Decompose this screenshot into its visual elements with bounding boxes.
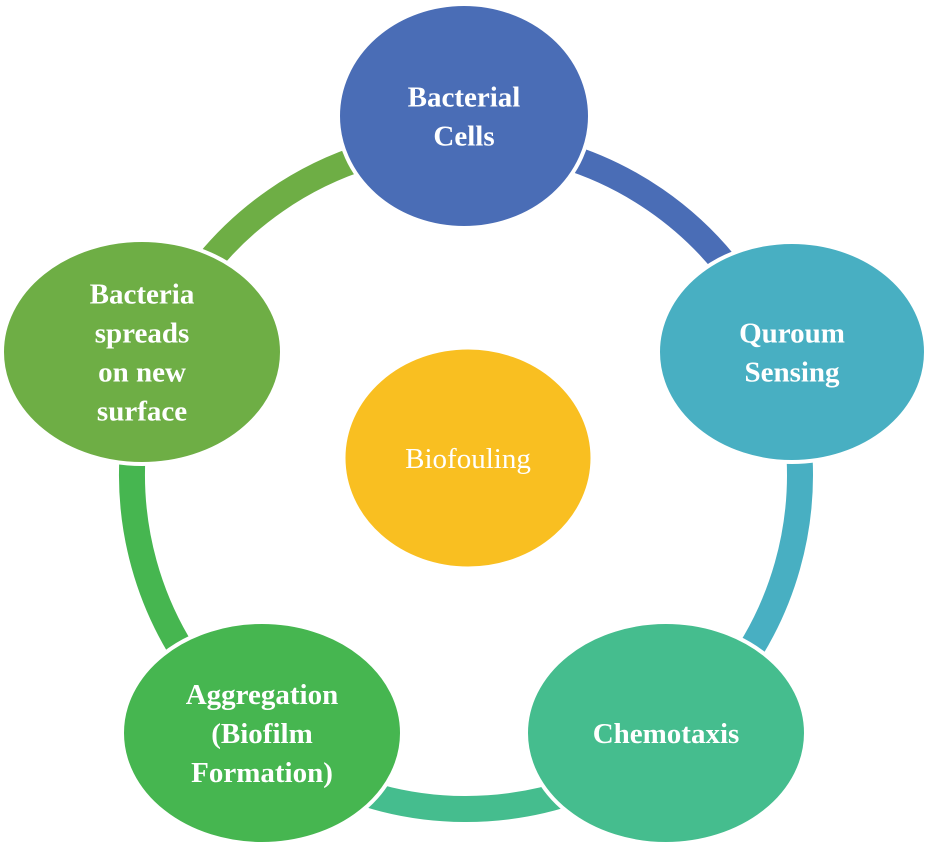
center-node-label: Biofouling <box>405 443 531 475</box>
node-bacteria-spreads-label-line: surface <box>97 396 187 428</box>
node-bacterial-cells-label-line: Cells <box>433 121 494 153</box>
node-bacterial-cells-label-line: Bacterial <box>408 82 521 114</box>
node-bacteria-spreads-label-line: spreads <box>95 318 190 350</box>
node-chemotaxis-label-line: Chemotaxis <box>593 718 740 750</box>
node-aggregation-label-line: (Biofilm <box>211 718 313 750</box>
node-quroum-sensing-label-line: Quroum <box>739 318 845 350</box>
node-quroum-sensing-label-line: Sensing <box>744 357 840 389</box>
node-aggregation-label-line: Aggregation <box>186 679 339 711</box>
center-node-shape <box>342 346 594 570</box>
node-aggregation-shape <box>120 620 404 846</box>
node-chemotaxis-shape <box>524 620 808 846</box>
node-bacteria-spreads-label-line: on new <box>98 357 186 389</box>
node-bacterial-cells-shape <box>336 2 592 230</box>
node-quroum-sensing-shape <box>656 240 928 464</box>
node-bacteria-spreads-shape <box>0 238 284 466</box>
node-aggregation-label-line: Formation) <box>191 757 333 789</box>
node-chemotaxis: Chemotaxis <box>524 620 808 846</box>
center-node: Biofouling <box>342 346 594 570</box>
node-bacteria-spreads: Bacteria spreads on new surface <box>0 238 284 466</box>
node-bacteria-spreads-label-line: Bacteria <box>90 279 195 311</box>
